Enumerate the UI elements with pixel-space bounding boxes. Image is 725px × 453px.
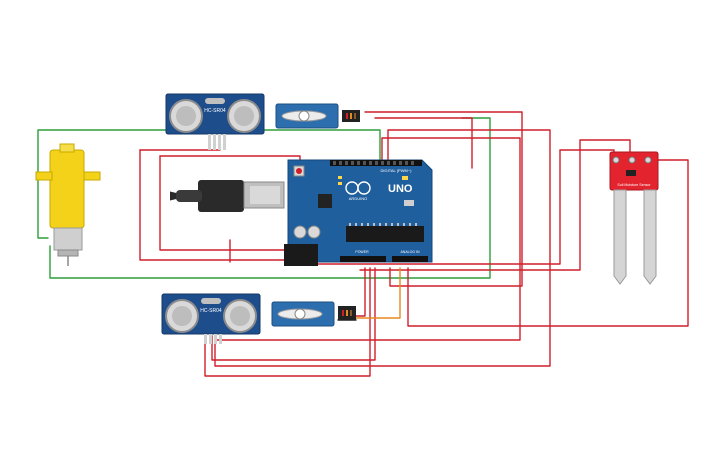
digital-label: DIGITAL (PWM~) [381, 168, 413, 173]
capacitor-1 [293, 225, 307, 239]
wire-red-1[interactable] [139, 149, 291, 261]
wire-red-12[interactable] [204, 267, 371, 377]
us-top-transducer-left-inner [176, 106, 196, 126]
us-bottom-crystal [201, 298, 221, 304]
us-bottom-transducer-right-inner [230, 306, 250, 326]
board-chip-small [318, 194, 332, 208]
servo-top-hub [298, 110, 310, 122]
arduino-logo-icon-2 [357, 181, 371, 195]
usb-cable-boot [176, 190, 202, 202]
board-led-3 [402, 176, 408, 180]
us-top-label: HC-SR04 [204, 108, 226, 114]
us-top-pins [208, 134, 226, 150]
atmega-chip [346, 226, 424, 242]
wire-red-6[interactable] [374, 117, 473, 169]
us-bottom-label: HC-SR04 [200, 308, 222, 314]
us-top-transducer-right-inner [234, 106, 254, 126]
power-label: POWER [355, 250, 369, 254]
servo-top-pin-1 [346, 113, 348, 119]
arduino-model-text: UNO [388, 183, 413, 195]
wire-red-8[interactable] [214, 129, 551, 367]
servo-top-pin-3 [354, 113, 356, 119]
motor-can [53, 227, 83, 251]
motor-gearbox-body [49, 149, 85, 229]
ultrasonic-sensor-bottom[interactable]: HC-SR04 [161, 293, 261, 344]
wire-red-10[interactable] [359, 139, 631, 271]
board-led-cluster [338, 176, 342, 179]
soil-sensor-prong-left [613, 189, 627, 285]
wire-green-motor-bottom[interactable] [49, 117, 491, 279]
servo-top[interactable] [275, 103, 360, 129]
soil-sensor-label: Soil Moisture Sensor [617, 183, 651, 187]
soil-sensor-pin-1 [612, 156, 620, 164]
usb-cable-plug [198, 180, 244, 212]
usb-port-inner [250, 186, 280, 204]
analog-label: ANALOG IN [400, 250, 420, 254]
us-bottom-transducer-left-inner [172, 306, 192, 326]
servo-bottom-pin-3 [350, 310, 352, 316]
reset-button-cap [296, 168, 302, 174]
analog-header [392, 256, 428, 262]
wire-red-13[interactable] [211, 267, 376, 361]
arduino-brand-text: ARDUINO [349, 196, 367, 201]
motor-top-cap [59, 143, 75, 153]
servo-top-pin-2 [350, 113, 352, 119]
dc-motor[interactable] [35, 143, 101, 266]
soil-sensor-pin-3 [644, 156, 652, 164]
wire-orange[interactable] [354, 267, 401, 319]
capacitor-2 [307, 225, 321, 239]
soil-moisture-sensor[interactable]: Soil Moisture Sensor [609, 151, 659, 285]
power-jack[interactable] [284, 244, 318, 266]
servo-bottom-pin-2 [346, 310, 348, 316]
motor-shaft-left [35, 171, 53, 181]
wire-red-4[interactable] [159, 155, 301, 163]
servo-bottom[interactable] [271, 301, 356, 327]
us-bottom-pins [204, 334, 222, 344]
power-header [340, 256, 386, 262]
wires [37, 111, 689, 377]
arduino-uno-board[interactable]: DIGITAL (PWM~) UNO ARDUINO POWER ANALOG … [170, 159, 433, 266]
servo-bottom-pin-1 [342, 310, 344, 316]
soil-sensor-prong-right [643, 189, 657, 285]
digital-header-pins [333, 161, 414, 165]
atmega-pins [349, 223, 417, 226]
us-top-crystal [205, 98, 225, 104]
wire-green-motor-top[interactable] [37, 129, 381, 239]
servo-bottom-hub [294, 308, 306, 320]
wire-red-5[interactable] [364, 111, 523, 287]
motor-shaft-right [83, 171, 101, 181]
ultrasonic-sensor-top[interactable]: HC-SR04 [165, 93, 265, 150]
soil-sensor-pin-2 [628, 156, 636, 164]
motor-can-end [57, 249, 79, 257]
soil-sensor-chip [626, 170, 636, 176]
wire-red-3[interactable] [159, 155, 291, 251]
board-crystal [404, 200, 414, 206]
board-led-2 [338, 182, 342, 185]
